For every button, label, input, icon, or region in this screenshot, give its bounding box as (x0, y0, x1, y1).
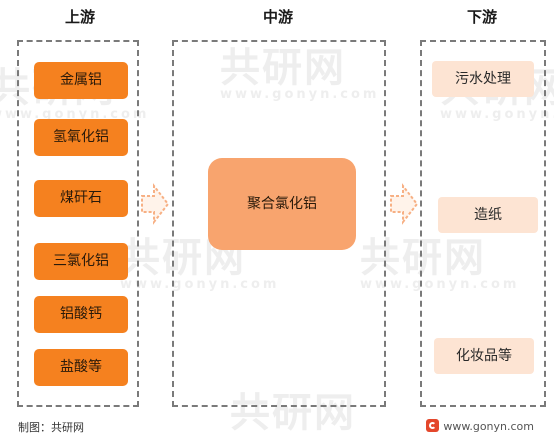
upstream-item: 铝酸钙 (34, 296, 128, 333)
upstream-item: 盐酸等 (34, 349, 128, 386)
downstream-heading: 下游 (466, 8, 497, 26)
downstream-item: 化妆品等 (434, 338, 534, 374)
upstream-item: 煤矸石 (34, 180, 128, 217)
upstream-frame (17, 40, 139, 407)
upstream-item: 三氯化铝 (34, 243, 128, 280)
downstream-item: 造纸 (438, 197, 538, 233)
flow-arrow-icon (390, 183, 419, 225)
upstream-item: 金属铝 (34, 62, 128, 99)
site-url: www.gonyn.com (443, 420, 534, 433)
downstream-item: 污水处理 (432, 61, 534, 97)
site-caption: www.gonyn.com (426, 419, 534, 433)
gonyn-logo-icon (426, 419, 440, 432)
source-caption: 制图：共研网 (18, 421, 84, 434)
midstream-item: 聚合氯化铝 (208, 158, 356, 250)
midstream-heading: 中游 (262, 8, 293, 26)
flow-arrow-icon (141, 183, 170, 225)
upstream-item: 氢氧化铝 (34, 119, 128, 156)
downstream-frame (420, 40, 546, 407)
midstream-frame (172, 40, 386, 407)
upstream-heading: 上游 (64, 8, 95, 26)
